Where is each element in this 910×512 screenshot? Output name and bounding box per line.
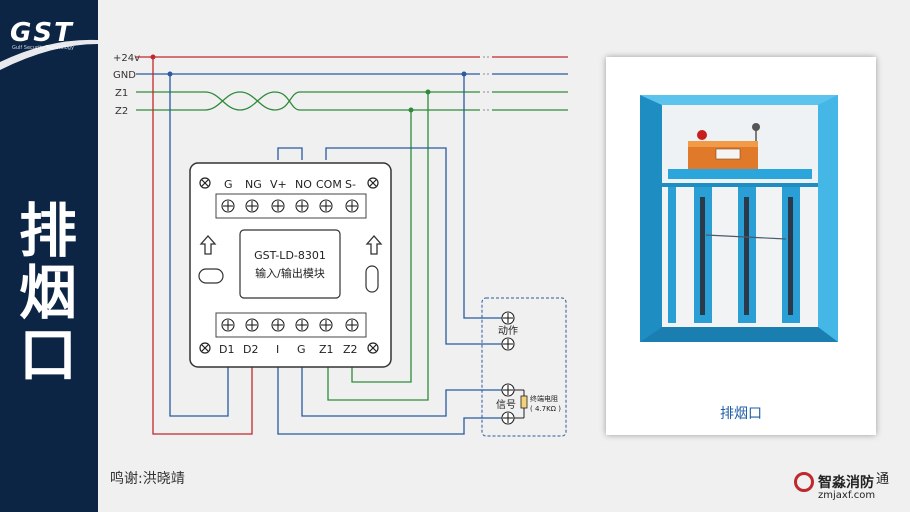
screw-bottom-right <box>367 342 379 354</box>
rail-label-gnd: GND <box>113 70 136 81</box>
watermark-logo-icon <box>794 472 814 492</box>
top-terminal-block <box>215 193 367 219</box>
top-label-vplus: V+ <box>270 178 287 191</box>
rail-label-z2: Z2 <box>115 106 128 117</box>
top-label-no: NO <box>295 178 312 191</box>
resistor-icon <box>514 389 528 419</box>
terminal-bottom-d2 <box>245 318 259 332</box>
signal-label: 信号 <box>496 399 516 411</box>
rail-label-24v: +24v <box>113 53 140 64</box>
terminal-bottom-d1 <box>221 318 235 332</box>
wire-vplus-no-link <box>277 147 303 160</box>
damper-terminal-box <box>481 297 567 437</box>
watermark-name: 智淼消防 <box>818 475 874 491</box>
terminal-bottom-z2 <box>345 318 359 332</box>
logo-swoosh <box>0 39 98 70</box>
bottom-label-i: I <box>276 343 279 356</box>
mounting-slot-right <box>365 265 379 293</box>
terminal-top-no <box>295 199 309 213</box>
photo-caption: 排烟口 <box>720 406 762 422</box>
rail-z2 <box>136 91 568 111</box>
bottom-label-d2: D2 <box>243 343 258 356</box>
module-label-box <box>239 229 341 299</box>
wire-g-to-signal <box>301 360 508 417</box>
up-arrow-icon-right <box>365 235 383 255</box>
action-terminal-2 <box>501 337 515 351</box>
module-bottom-terminal-labels: D1 D2 I G Z1 Z2 <box>219 343 358 356</box>
terminal-bottom-g <box>295 318 309 332</box>
up-arrow-icon <box>199 235 217 255</box>
watermark: 通 智淼消防 zmjaxf.com <box>790 466 905 506</box>
signal-terminal-2 <box>501 411 515 425</box>
screw-bottom-left <box>199 342 211 354</box>
smoke-exhaust-damper-image <box>640 95 838 342</box>
rail-label-z1: Z1 <box>115 88 128 99</box>
terminal-top-ng <box>245 199 259 213</box>
top-label-ng: NG <box>245 178 262 191</box>
screw-top-left <box>199 177 211 189</box>
sidebar-title: 排 烟 口 <box>8 200 88 386</box>
rail-z1 <box>136 91 568 111</box>
terminal-top-vplus <box>271 199 285 213</box>
bottom-label-d1: D1 <box>219 343 234 356</box>
action-label: 动作 <box>498 325 518 337</box>
title-char-2: 烟 <box>18 259 77 327</box>
watermark-url: zmjaxf.com <box>818 490 876 501</box>
wire-i-to-signal <box>277 360 508 435</box>
watermark-overlay: 通 <box>876 472 890 487</box>
wire-z2-to-module <box>351 110 412 383</box>
screw-top-right <box>367 177 379 189</box>
wire-gnd-to-action <box>463 74 508 319</box>
top-label-com: COM <box>316 178 342 191</box>
signal-terminal-1 <box>501 383 515 397</box>
bottom-label-z2: Z2 <box>343 343 358 356</box>
bottom-terminal-block <box>215 312 367 338</box>
title-char-1: 排 <box>18 197 77 265</box>
action-terminal-1 <box>501 311 515 325</box>
mounting-slot-left <box>198 268 224 284</box>
terminal-top-g <box>221 199 235 213</box>
wire-com-to-action <box>325 147 508 345</box>
corner-screws <box>199 177 379 354</box>
wire-24v-to-d2 <box>152 57 253 435</box>
module-top-terminal-labels: G NG V+ NO COM S- <box>224 178 356 191</box>
terminal-bottom-z1 <box>319 318 333 332</box>
top-label-g: G <box>224 178 233 191</box>
terminal-top-s <box>345 199 359 213</box>
credit-text: 鸣谢:洪晓靖 <box>110 471 185 487</box>
resistor-label: 终端电阻 <box>530 394 558 403</box>
resistor-value: ( 4.7KΩ ) <box>530 405 561 413</box>
wire-z1-to-module <box>327 92 429 401</box>
sidebar: GST Gulf Security Technology 排 烟 口 <box>0 0 98 512</box>
module-name: 输入/输出模块 <box>255 266 325 280</box>
wire-gnd-to-d1 <box>169 74 229 417</box>
terminal-top-com <box>319 199 333 213</box>
module-model: GST-LD-8301 <box>254 249 326 262</box>
title-char-3: 口 <box>18 321 77 389</box>
bottom-label-z1: Z1 <box>319 343 334 356</box>
bottom-label-g: G <box>297 343 306 356</box>
damper-photo-card: 排烟口 <box>606 57 876 435</box>
rail-break-dots <box>483 56 489 111</box>
top-label-s: S- <box>345 178 356 191</box>
terminal-bottom-i <box>271 318 285 332</box>
